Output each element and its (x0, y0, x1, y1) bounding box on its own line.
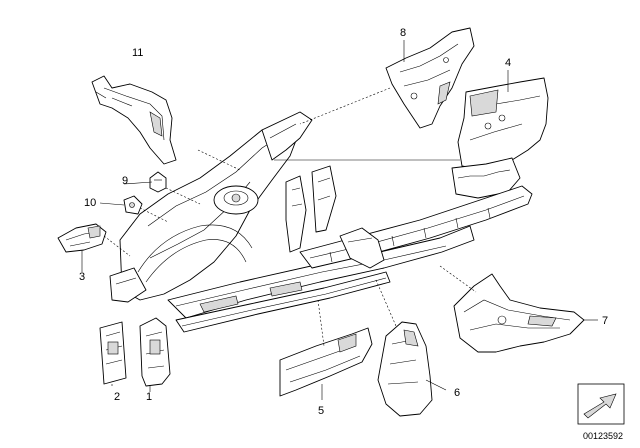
diagram-id: 00123592 (583, 431, 623, 441)
callout-4: 4 (505, 57, 511, 69)
part-11-wheelhouse-panel[interactable] (91, 75, 177, 165)
part-5-sill[interactable] (279, 327, 373, 397)
direction-arrow-icon (583, 393, 617, 419)
callout-3: 3 (79, 271, 85, 283)
part-7-floor-end[interactable] (453, 273, 585, 353)
callout-10: 10 (84, 197, 96, 209)
part-9-clip[interactable] (149, 171, 167, 193)
callout-11: 11 (132, 47, 143, 59)
reference-arrow-box (577, 383, 625, 425)
part-6-pillar[interactable] (377, 321, 433, 417)
callout-8: 8 (400, 27, 406, 39)
callout-9: 9 (122, 175, 128, 187)
callout-7: 7 (602, 315, 608, 327)
callout-6: 6 (454, 387, 460, 399)
callout-1: 1 (146, 391, 152, 403)
part-4-side-panel[interactable] (451, 77, 549, 199)
part-8-bracket[interactable] (385, 27, 475, 129)
main-front-structure[interactable] (109, 111, 533, 333)
part-3-corner-bracket[interactable] (57, 223, 107, 253)
leader-lines (81, 40, 598, 400)
part-1-plate[interactable] (139, 317, 171, 387)
callouts: 11 8 4 9 10 3 2 1 5 6 7 (79, 27, 608, 417)
part-2-plate[interactable] (99, 321, 127, 385)
callout-2: 2 (114, 391, 120, 403)
callout-5: 5 (318, 405, 324, 417)
part-10-bracket[interactable] (123, 195, 143, 215)
